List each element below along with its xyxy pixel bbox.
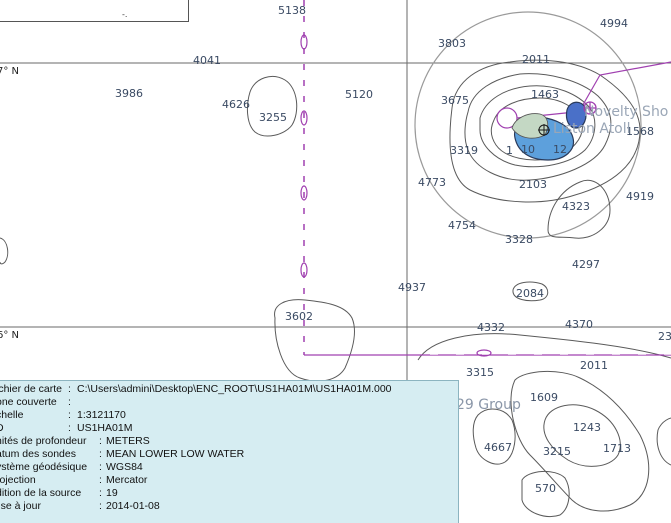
sounding: 4323 (562, 200, 590, 213)
depth-contour (547, 179, 611, 239)
sounding: 3215 (543, 445, 571, 458)
sounding: 3602 (285, 310, 313, 323)
info-key: D (0, 422, 4, 434)
sounding: 4626 (222, 98, 250, 111)
info-sep: : (99, 487, 102, 499)
info-sep: : (68, 409, 71, 421)
depth-contour (510, 370, 650, 512)
latitude-label: 7° N (0, 66, 19, 77)
sounding: 2011 (522, 53, 550, 66)
sounding: 3986 (115, 87, 143, 100)
info-value: Mercator (106, 474, 148, 486)
sounding: 5138 (278, 4, 306, 17)
sounding: 3328 (505, 233, 533, 246)
sounding: 12 (553, 143, 567, 156)
depth-contour (656, 417, 671, 466)
sounding: 4994 (600, 17, 628, 30)
info-value: METERS (106, 435, 150, 447)
info-sep: : (68, 396, 71, 408)
depth-contour (479, 85, 596, 168)
anchor-icon (538, 124, 550, 136)
top-box-mark: -. (122, 10, 128, 19)
sounding: 4297 (572, 258, 600, 271)
depth-contour (472, 408, 516, 465)
sounding: 3675 (441, 94, 469, 107)
depth-contour (449, 59, 641, 203)
info-value: 1:3121170 (77, 409, 126, 421)
sounding: 4773 (418, 176, 446, 189)
sounding: 570 (535, 482, 556, 495)
info-key: nités de profondeur (0, 435, 87, 447)
feature-label: Novelty Sho (584, 104, 668, 120)
info-value: 2014-01-08 (106, 500, 160, 512)
info-key: chelle (0, 409, 24, 421)
depth-contour (246, 76, 298, 137)
latitude-label: 6° N (0, 330, 19, 341)
top-overlay-box: -. (0, 0, 189, 22)
depth-contour (512, 281, 549, 302)
info-key: ichier de carte (0, 383, 62, 395)
sounding: 4937 (398, 281, 426, 294)
depth-contour (521, 471, 570, 517)
danger-circle (414, 11, 642, 239)
sounding: 4041 (193, 54, 221, 67)
depth-contour (417, 333, 671, 361)
sounding: 10 (521, 143, 535, 156)
sounding: 2103 (519, 178, 547, 191)
feature-label: 29 Group (456, 397, 521, 413)
info-value: MEAN LOWER LOW WATER (106, 448, 245, 460)
info-value: C:\Users\admini\Desktop\ENC_ROOT\US1HA01… (77, 383, 392, 395)
info-value: US1HA01M (77, 422, 133, 434)
depth-contour (464, 73, 612, 181)
sounding: 1609 (530, 391, 558, 404)
sounding: 4667 (484, 441, 512, 454)
sounding: 5120 (345, 88, 373, 101)
sounding: 1 (506, 144, 513, 157)
info-key: atum des sondes (0, 448, 76, 460)
info-sep: : (99, 461, 102, 473)
depth-contour (543, 404, 621, 467)
info-sep: : (68, 422, 71, 434)
sounding: 2084 (516, 287, 544, 300)
sounding: 3315 (466, 366, 494, 379)
sounding: 4919 (626, 190, 654, 203)
info-sep: : (99, 500, 102, 512)
sounding: 4370 (565, 318, 593, 331)
sounding: 1463 (531, 88, 559, 101)
info-sep: : (68, 383, 71, 395)
sounding: 2011 (580, 359, 608, 372)
route-line (579, 61, 671, 111)
feature-label: Liston Atoll (553, 121, 631, 137)
sounding: 4754 (448, 219, 476, 232)
info-key: dition de la source (0, 487, 82, 499)
info-sep: : (99, 448, 102, 460)
sounding: 3319 (450, 144, 478, 157)
info-key: ystème géodésique (0, 461, 88, 473)
sounding: 1243 (573, 421, 601, 434)
depth-contour (274, 299, 355, 382)
shallow-area-green (511, 113, 549, 139)
sounding: 3255 (259, 111, 287, 124)
info-value: WGS84 (106, 461, 143, 473)
soundings: 5138 4994 3803 4041 2011 3986 5120 1463 … (115, 4, 671, 495)
shallow-area-blue (565, 101, 587, 129)
sounding: 1568 (626, 125, 654, 138)
info-sep: : (99, 435, 102, 447)
depth-contour (0, 237, 9, 265)
info-key: rojection (0, 474, 36, 486)
info-value: 19 (106, 487, 118, 499)
sounding: 1713 (603, 442, 631, 455)
chart-info-panel: ichier de carte : C:\Users\admini\Deskto… (0, 380, 459, 523)
sounding: 4332 (477, 321, 505, 334)
sounding: 3803 (438, 37, 466, 50)
sounding: 23 (658, 330, 671, 343)
fish-haven-symbols (300, 34, 492, 357)
info-key: lise à jour (0, 500, 41, 512)
info-sep: : (99, 474, 102, 486)
info-key: one couverte (0, 396, 57, 408)
wreck-icon (583, 101, 597, 115)
depth-contour (490, 97, 583, 161)
